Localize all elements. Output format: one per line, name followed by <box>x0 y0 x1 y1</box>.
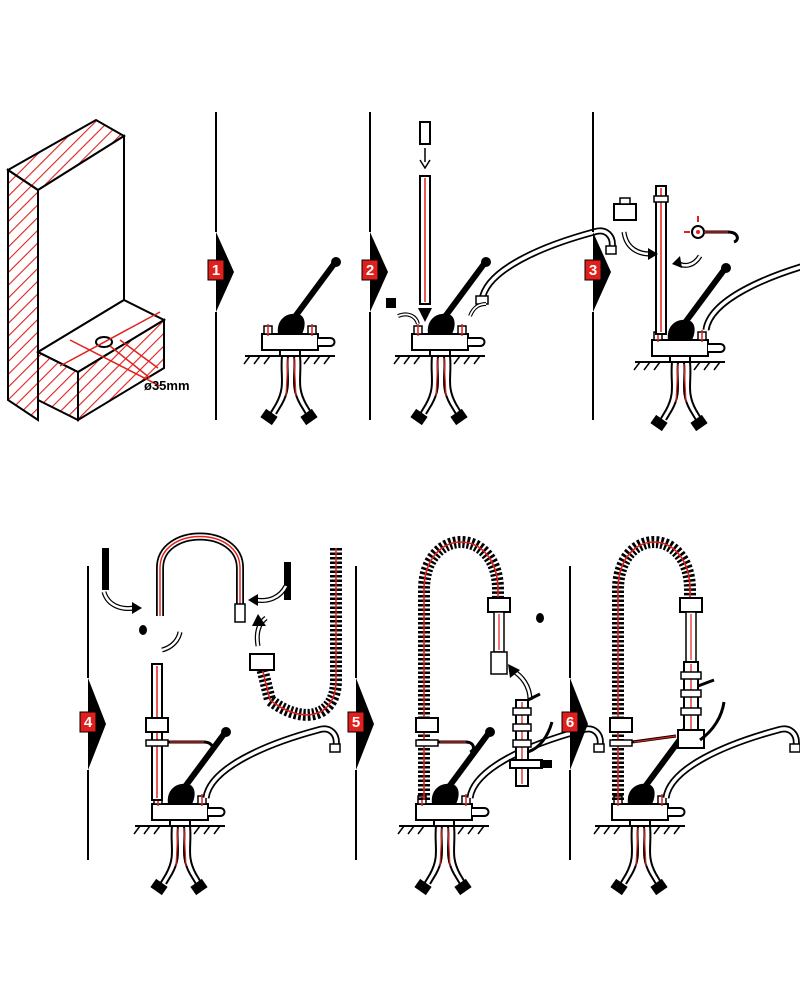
step-2-divider <box>361 112 388 420</box>
step-4-faucet <box>101 532 340 896</box>
step-3-faucet <box>613 185 800 431</box>
step-5-faucet <box>398 536 604 895</box>
step-1-number: 1 <box>212 262 220 279</box>
step-5-divider <box>347 566 374 860</box>
step-6-divider <box>561 566 588 860</box>
step-1-faucet <box>244 257 341 425</box>
hole-diameter-label: ø35mm <box>144 378 190 393</box>
step-4-number: 4 <box>84 714 93 731</box>
step-6-number: 6 <box>566 714 574 731</box>
step-3-number: 3 <box>589 262 597 279</box>
step-2-number: 2 <box>366 262 374 279</box>
step-6-faucet <box>594 536 800 895</box>
step-4-divider <box>79 566 106 860</box>
step-3-divider <box>584 112 611 420</box>
counter-hole-illustration <box>6 118 167 422</box>
step-1-divider <box>207 112 234 420</box>
step-5-number: 5 <box>352 714 360 731</box>
step-2-faucet <box>386 121 616 425</box>
